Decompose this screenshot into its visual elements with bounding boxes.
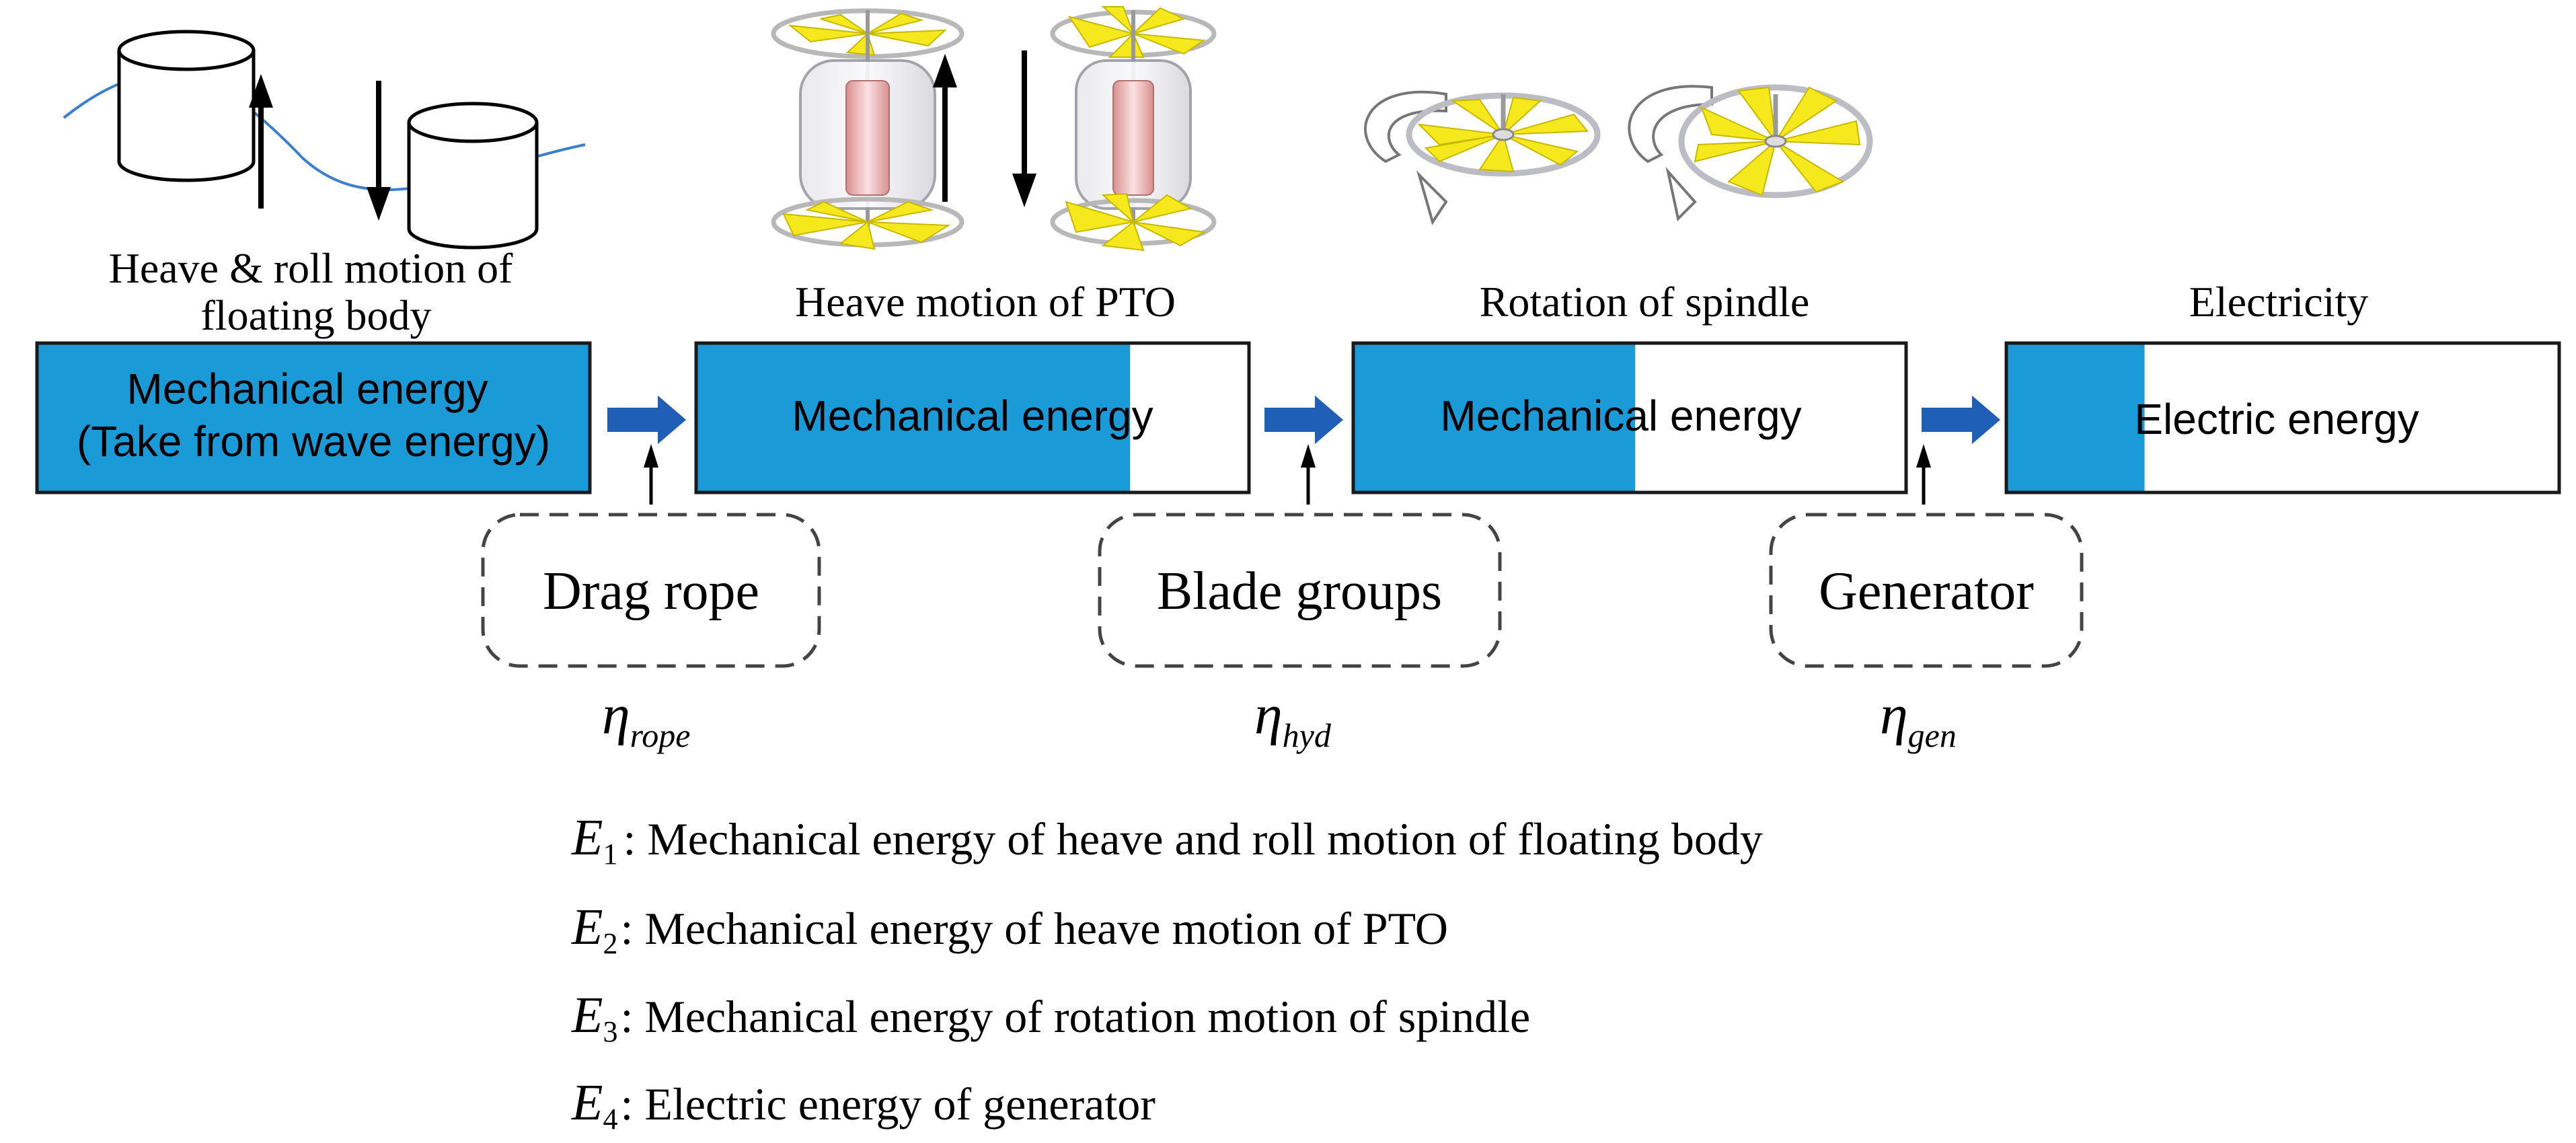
spindle-illustration [1364, 84, 1873, 225]
pto-illustration [771, 6, 1217, 252]
flow-arrow-1 [607, 396, 686, 444]
eta-rope: ηrope [602, 684, 690, 754]
eta-gen: ηgen [1880, 684, 1957, 754]
energy-box-1-fill [37, 343, 590, 492]
converter-blade-groups: Blade groups [1098, 513, 1502, 668]
stage-2-caption: Heave motion of PTO [795, 278, 1176, 326]
converter-generator-frame [1769, 513, 2084, 668]
legend-item-e4: E4: Electric energy of generator [571, 1074, 1156, 1136]
blade-wheel-left [1406, 92, 1601, 177]
energy-box-4-label: Electric energy [2134, 395, 2419, 443]
stage-4-caption: Electricity [2189, 278, 2369, 326]
heave-up-arrow [249, 74, 273, 209]
legend-e2-symbol: E [571, 899, 603, 955]
converter-drag-rope-frame [481, 513, 821, 668]
stage-3-caption: Rotation of spindle [1480, 278, 1810, 326]
eta-hyd: ηhyd [1254, 684, 1332, 754]
pointer-arrow-2 [1301, 444, 1316, 505]
stage-1-caption-line-1: Heave & roll motion of [109, 244, 513, 292]
energy-boxes: Mechanical energy (Take from wave energy… [35, 341, 2561, 494]
eta-hyd-subscript: hyd [1283, 716, 1332, 754]
eta-gen-subscript: gen [1908, 716, 1957, 754]
energy-box-4-fill [2006, 343, 2145, 492]
converters: Drag rope Blade groups Generator [481, 513, 2084, 668]
energy-box-2-border [694, 341, 1251, 494]
energy-box-2-label: Mechanical energy [792, 392, 1153, 440]
converter-blade-groups-frame [1098, 513, 1502, 668]
converter-drag-rope-label: Drag rope [543, 562, 759, 621]
legend-e2-text: : Mechanical energy of heave motion of P… [620, 903, 1448, 954]
energy-box-1: Mechanical energy (Take from wave energy… [35, 341, 592, 494]
legend-item-e1: E1: Mechanical energy of heave and roll … [571, 809, 1763, 871]
legend-e4-text: : Electric energy of generator [620, 1078, 1156, 1130]
legend-e3-text: : Mechanical energy of rotation motion o… [620, 991, 1530, 1042]
stage-captions: Heave & roll motion of floating body Hea… [109, 244, 2369, 339]
converter-generator-label: Generator [1819, 562, 2034, 621]
converter-pointer-arrows [644, 444, 1931, 505]
efficiency-symbols: ηrope ηhyd ηgen [602, 684, 1957, 754]
eta-rope-symbol: η [602, 684, 630, 746]
stage-1-caption-line-2: floating body [200, 291, 431, 339]
legend-e1-text: : Mechanical energy of heave and roll mo… [623, 813, 1762, 864]
legend-e1-subscript: 1 [603, 838, 617, 871]
pto-unit-right [1050, 6, 1217, 252]
energy-box-3-border [1351, 341, 1908, 494]
legend-e4-symbol: E [571, 1074, 603, 1131]
pto-unit-left [771, 8, 964, 250]
converter-blade-groups-label: Blade groups [1157, 562, 1442, 621]
energy-box-3-label: Mechanical energy [1440, 392, 1801, 440]
energy-box-2: Mechanical energy [694, 341, 1251, 494]
converter-generator: Generator [1769, 513, 2084, 668]
legend-e3-subscript: 3 [603, 1015, 617, 1048]
pointer-arrow-3 [1916, 444, 1931, 505]
floating-body-illustration [63, 30, 586, 250]
flow-arrow-2 [1264, 396, 1343, 444]
flow-arrow-3 [1922, 396, 2000, 444]
heave-down-arrow [367, 81, 391, 221]
energy-box-2-fill [696, 343, 1131, 492]
rotation-arrow-right [1628, 85, 1713, 222]
flow-arrows [607, 396, 2000, 444]
energy-box-1-border [35, 341, 592, 494]
energy-box-1-label-line-1: Mechanical energy [127, 365, 488, 413]
pto-up-arrow [933, 54, 957, 202]
energy-box-4-border [2004, 341, 2561, 494]
energy-box-1-label-line-2: (Take from wave energy) [77, 417, 550, 466]
legend-item-e2: E2: Mechanical energy of heave motion of… [571, 899, 1448, 960]
blade-wheel-right [1678, 84, 1873, 198]
legend-e1-symbol: E [571, 809, 603, 866]
eta-rope-subscript: rope [630, 716, 691, 754]
rotation-arrow-left [1364, 90, 1448, 225]
legend-e4-subscript: 4 [603, 1103, 617, 1136]
legend-item-e3: E3: Mechanical energy of rotation motion… [571, 987, 1530, 1048]
legend-e3-symbol: E [571, 987, 603, 1043]
pointer-arrow-1 [644, 444, 658, 505]
legend-e2-subscript: 2 [603, 927, 617, 960]
pto-down-arrow [1012, 50, 1036, 207]
energy-box-3-fill [1353, 343, 1636, 492]
energy-box-1-label: Mechanical energy (Take from wave energy… [77, 365, 550, 466]
floating-body-cylinder-up [117, 30, 256, 182]
eta-hyd-symbol: η [1254, 684, 1283, 746]
eta-gen-symbol: η [1880, 684, 1908, 746]
converter-drag-rope: Drag rope [481, 513, 821, 668]
legend: E1: Mechanical energy of heave and roll … [571, 809, 1763, 1136]
stage-1-caption: Heave & roll motion of floating body [109, 244, 524, 339]
energy-box-4: Electric energy [2004, 341, 2561, 494]
floating-body-cylinder-down [407, 102, 539, 250]
energy-box-3: Mechanical energy [1351, 341, 1908, 494]
